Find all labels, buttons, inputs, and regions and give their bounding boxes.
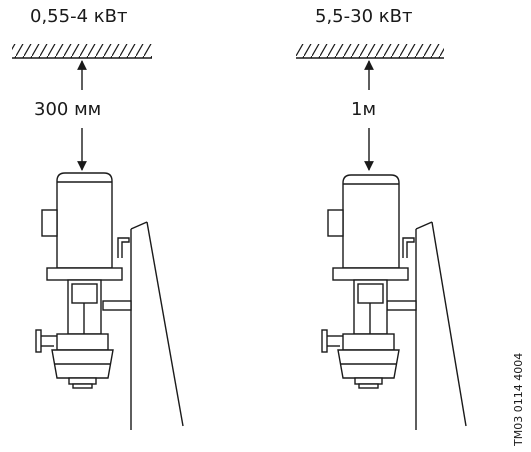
left-pump — [35, 267, 123, 389]
right-motor — [327, 174, 400, 269]
left-mounting-frame — [102, 221, 184, 430]
right-power-label: 5,5-30 кВт — [315, 6, 412, 27]
right-pump — [321, 267, 409, 389]
right-ceiling — [296, 44, 444, 59]
left-power-label: 0,55-4 кВт — [30, 6, 127, 27]
left-motor — [41, 172, 113, 269]
right-mounting-frame — [386, 221, 467, 430]
right-terminal-box — [327, 209, 344, 237]
left-assembly: 0,55-4 кВт 300 мм — [12, 6, 184, 430]
right-assembly: 5,5-30 кВт 1м — [296, 6, 467, 430]
right-distance-label: 1м — [351, 99, 376, 120]
left-distance-label: 300 мм — [34, 99, 101, 120]
drawing-code: TM03 0114 4004 — [512, 353, 525, 447]
left-ceiling — [12, 44, 152, 59]
left-terminal-box — [41, 209, 58, 237]
